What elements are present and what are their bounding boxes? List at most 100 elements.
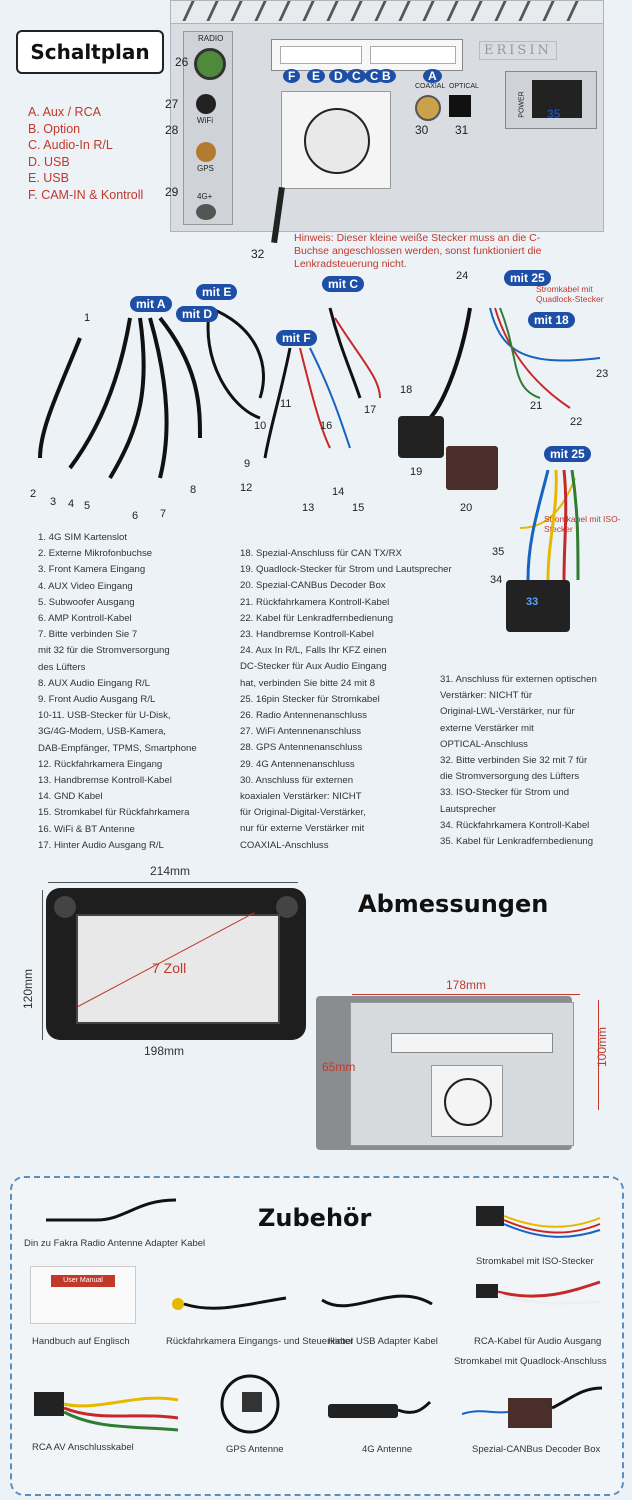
- cable-number: 9: [244, 458, 251, 470]
- list-item: Lautsprecher: [440, 803, 496, 815]
- rca-cable-drawing: [476, 1280, 601, 1305]
- accessory-label: GPS Antenne: [226, 1444, 284, 1455]
- brand-logo: ERISIN: [479, 41, 557, 60]
- cable-number: 3: [50, 496, 57, 508]
- list-item: 27. WiFi Antennenanschluss: [240, 726, 362, 738]
- cable-tag: mit D: [176, 306, 218, 322]
- legend-list-col3: 31. Anschluss für externen optischen Ver…: [440, 672, 597, 850]
- wifi-label: WiFi: [197, 116, 213, 125]
- back-panel: [350, 1002, 574, 1146]
- gps-antenna-port: [196, 142, 216, 162]
- cable-number: 8: [190, 484, 197, 496]
- cable-number: 10: [254, 420, 267, 432]
- list-item: 35. Kabel für Lenkradfernbedienung: [440, 836, 594, 848]
- list-item: 30. Anschluss für externen: [240, 774, 354, 786]
- cable-number: 24: [456, 270, 469, 282]
- cable-number: 18: [400, 384, 413, 396]
- left-knob: [54, 896, 76, 918]
- accessory-label: 4G Antenne: [362, 1444, 413, 1455]
- cable-number: 2: [30, 488, 37, 500]
- back-housing: [316, 996, 574, 1150]
- antenna-column: RADIO WiFi GPS 4G+: [183, 31, 233, 225]
- cable-number: 6: [132, 510, 139, 522]
- cable-number: 15: [352, 502, 365, 514]
- front-bezel: [46, 888, 306, 1040]
- cooling-fan: [281, 91, 391, 189]
- cable-number: 11: [280, 398, 292, 410]
- manual-cover-label: User Manual: [51, 1275, 115, 1287]
- list-item: 4. AUX Video Eingang: [38, 580, 133, 592]
- dim-screen: 7 Zoll: [152, 960, 187, 976]
- page-title: Schaltplan: [16, 30, 164, 74]
- list-item: 21. Rückfahrkamera Kontroll-Kabel: [240, 596, 390, 608]
- dim-height-left: 120mm: [21, 968, 36, 1010]
- list-item: 24. Aux In R/L, Falls Ihr KFZ einen: [240, 645, 387, 657]
- list-item: mit 32 für die Stromversorgung: [38, 645, 170, 657]
- cable-number: 33: [526, 596, 539, 608]
- camera-cable-drawing: [172, 1296, 287, 1310]
- unit-number: 29: [165, 185, 179, 199]
- dim-width-bottom: 198mm: [144, 1044, 185, 1058]
- list-item: die Stromversorgung des Lüfters: [440, 771, 580, 783]
- list-item: 5. Subwoofer Ausgang: [38, 596, 135, 608]
- optical-port: [449, 95, 471, 117]
- list-item: 1. 4G SIM Kartenslot: [38, 532, 128, 543]
- list-item: 28. GPS Antennenanschluss: [240, 742, 363, 754]
- cable-tag: mit 25: [544, 446, 591, 462]
- pin-letter-f: F: [283, 69, 301, 83]
- right-knob: [276, 896, 298, 918]
- radio-antenna-port: [194, 48, 226, 80]
- pin-letter-b: B: [377, 69, 396, 83]
- quadlock-plug: [398, 416, 444, 458]
- accessory-label: RCA-Kabel für Audio Ausgang: [474, 1336, 602, 1347]
- cable-number: 34: [490, 574, 503, 586]
- accessory-label: Rückfahrkamera Eingangs- und Steuerkabel: [166, 1336, 353, 1347]
- list-item: 10-11. USB-Stecker für U-Disk,: [38, 710, 171, 722]
- cable-number: 7: [160, 508, 167, 520]
- iso-note: Stromkabel mit ISO-Stecker: [544, 514, 621, 534]
- legend-item: D. USB: [28, 154, 70, 169]
- cable-tag: mit E: [196, 284, 238, 300]
- manual-booklet: User Manual: [30, 1266, 136, 1324]
- legend-item: C. Audio-In R/L: [28, 138, 113, 152]
- fan-cable: [271, 186, 285, 244]
- legend-item: A. Aux / RCA: [28, 105, 101, 119]
- dimensions-title: Abmessungen: [358, 890, 549, 918]
- usb-cable-drawing: [321, 1294, 433, 1308]
- list-item: 2. Externe Mikrofonbuchse: [38, 548, 153, 560]
- legend-item: E. USB: [28, 171, 69, 185]
- unit-number: 27: [165, 97, 179, 111]
- vent-strip: [171, 1, 603, 24]
- unit-number: 30: [415, 123, 429, 137]
- unit-number: 31: [455, 123, 469, 137]
- cable-number: 13: [302, 502, 315, 514]
- coaxial-label: COAXIAL: [415, 83, 446, 90]
- list-item: 33. ISO-Stecker für Strom und: [440, 787, 570, 799]
- list-item: 23. Handbremse Kontroll-Kabel: [240, 629, 374, 641]
- cable-number: 12: [240, 482, 253, 494]
- cable-diagram: mit A mit E mit D mit F mit C mit 25 mit…: [0, 268, 632, 534]
- unit-number: 32: [251, 247, 265, 261]
- list-item: 8. AUX Audio Eingang R/L: [38, 677, 151, 689]
- main-connector-block: [271, 39, 463, 71]
- pin-letter-a: A: [423, 69, 442, 83]
- cable-number: 16: [320, 420, 333, 432]
- cable-tag: mit C: [322, 276, 364, 292]
- pin-letter-d: D: [329, 69, 348, 83]
- cable-number: 35: [492, 546, 505, 558]
- pin-letter-c: C: [347, 69, 366, 83]
- cable-tag: mit 25: [504, 270, 551, 286]
- front-screen: [76, 914, 280, 1024]
- rear-unit-panel: RADIO WiFi GPS 4G+ ERISIN F E D C C B A …: [165, 0, 604, 261]
- list-item: hat, verbinden Sie bitte 24 mit 8: [240, 677, 375, 689]
- list-item: koaxialen Verstärker: NICHT: [240, 791, 362, 803]
- list-item: 16. WiFi & BT Antenne: [38, 823, 135, 835]
- cable-number: 4: [68, 498, 75, 510]
- list-item: 7. Bitte verbinden Sie 7: [38, 629, 138, 641]
- cable-number: 14: [332, 486, 345, 498]
- iso-plug: 33: [506, 580, 570, 632]
- accessory-label: Hinter USB Adapter Kabel: [328, 1336, 438, 1347]
- cable-number: 20: [460, 502, 473, 514]
- list-item: 13. Handbremse Kontroll-Kabel: [38, 775, 172, 787]
- canbus-box-drawing: [461, 1386, 603, 1428]
